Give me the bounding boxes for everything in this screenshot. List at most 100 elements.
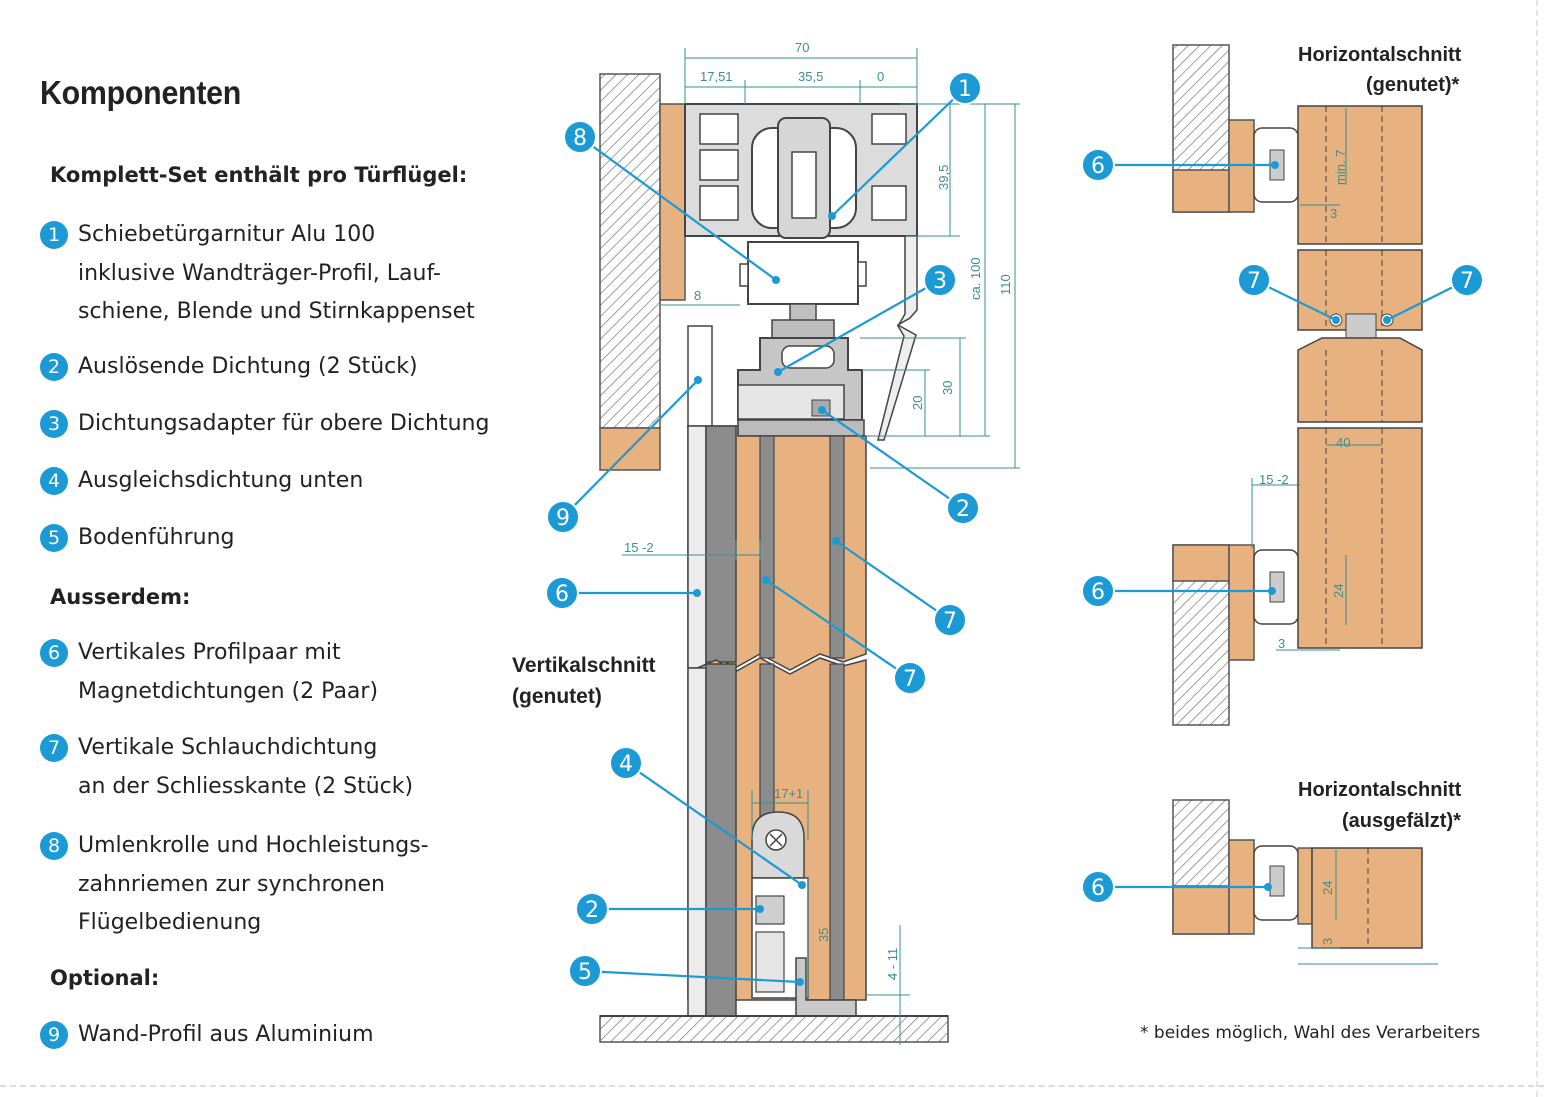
dim-24-a: 24 (1331, 584, 1346, 598)
list-item-7: 7 Vertikale Schlauchdichtung an der Schlie… (40, 729, 413, 806)
caption-hr-1: Horizontalschnitt (1298, 779, 1462, 801)
dim-3-top: 3 (1330, 206, 1337, 221)
callout-number: 2 (956, 497, 970, 522)
dim-40: 40 (1336, 435, 1350, 450)
callout-number: 6 (1091, 876, 1105, 901)
callout-number: 5 (578, 960, 592, 985)
callout-bubble-4 (609, 746, 643, 780)
callout-number: 8 (573, 126, 587, 151)
wall-hatch (599, 73, 661, 429)
dim-20: 20 (910, 396, 925, 410)
list-item-text: Schiebetürgarnitur Alu 100 (78, 222, 376, 247)
callout-bubble-1 (948, 71, 982, 105)
callout-lines (562, 87, 1468, 984)
callout-number: 6 (1091, 580, 1105, 605)
list-item-text: Magnetdichtungen (2 Paar) (78, 678, 379, 704)
list-item-5: 5 Bodenführung (40, 519, 235, 558)
dim-35: 35 (816, 928, 831, 942)
number-badge: 3 (40, 410, 68, 438)
callout-number: 4 (619, 752, 633, 777)
dim-17-51: 17,51 (700, 69, 733, 84)
floor-hatch (599, 1015, 949, 1043)
list-item-text: Flügelbedienung (78, 910, 262, 935)
callout-number: 7 (1460, 269, 1474, 294)
list-item-text: Wand-Profil aus Aluminium (78, 1022, 374, 1047)
dim-39-5: 39,5 (936, 165, 951, 190)
list-item-text: schiene, Blende und Stirnkappenset (78, 299, 475, 324)
callout-bubble-6 (1081, 574, 1115, 608)
set-title: Komplett-Set enthält pro Türflügel: (50, 163, 468, 187)
callout-bubble-5 (568, 954, 602, 988)
callout-bubble-2 (575, 892, 609, 926)
number-badge: 6 (40, 639, 68, 667)
callout-bubble-8 (563, 120, 597, 154)
callout-number: 7 (903, 667, 917, 692)
list-item-text: Dichtungsadapter für obere Dichtung (78, 411, 490, 436)
list-item-3: 3 Dichtungsadapter für obere Dichtung (40, 405, 489, 444)
dim-3-rebated: 3 (1320, 938, 1335, 945)
dim-24-b: 24 (1320, 881, 1335, 895)
dim-0: 0 (877, 69, 884, 84)
caption-hg-1: Horizontalschnitt (1298, 44, 1462, 66)
callout-number: 7 (1247, 269, 1261, 294)
dim-35-5: 35,5 (798, 69, 823, 84)
dim-70: 70 (795, 40, 809, 55)
callout-bubble-6 (545, 576, 579, 610)
list-item-text: Vertikales Profilpaar mit (78, 640, 341, 665)
list-item-text: zahnriemen zur synchronen (78, 871, 385, 897)
deflection-roller (747, 241, 859, 305)
footnote: * beides möglich, Wahl des Verarbeiters (1140, 1023, 1481, 1043)
callout-bubble-6 (1081, 870, 1115, 904)
callout-bubble-7 (1450, 263, 1484, 297)
header-wood (659, 103, 686, 301)
optional-title: Optional: (50, 966, 160, 990)
dim-30: 30 (940, 381, 955, 395)
callout-bubble-6 (1081, 148, 1115, 182)
door-panel-grooved-4 (1297, 427, 1423, 649)
caption-hg-2: (genutet)* (1366, 74, 1460, 96)
dim-8: 8 (694, 288, 701, 303)
callout-bubbles: 1 8 3 9 2 6 7 7 4 2 5 6 7 7 6 6 (545, 71, 1484, 988)
dim-15-2: 15 -2 (624, 540, 654, 555)
number-badge: 8 (40, 832, 68, 860)
number-badge: 5 (40, 524, 68, 552)
callout-bubble-9 (546, 500, 580, 534)
number-badge: 7 (40, 734, 68, 762)
dim-4-11: 4 - 11 (885, 948, 900, 980)
callout-dots (693, 161, 1391, 986)
dim-17-1: 17+1 (774, 786, 803, 801)
callout-number: 7 (943, 609, 957, 634)
list-item-text: Vertikale Schlauchdichtung (78, 735, 378, 760)
dim-min7: min. 7 (1333, 150, 1348, 185)
callout-bubble-3 (923, 263, 957, 297)
dim-100: ca. 100 (968, 257, 983, 300)
horizontal-section-grooved: min. 7 3 40 15 -2 24 3 Horizontalschnitt… (1172, 44, 1462, 726)
callout-number: 3 (933, 269, 947, 294)
callout-bubble-7 (893, 661, 927, 695)
caption-vertical-1: Vertikalschnitt (512, 654, 656, 677)
number-badge: 2 (40, 353, 68, 381)
list-item-text: Bodenführung (78, 525, 235, 550)
horizontal-section-rebated: 24 3 Horizontalschnitt (ausgefälzt)* (1172, 779, 1462, 965)
list-item-8: 8 Umlenkrolle und Hochleistungs-zahnrieme… (40, 827, 429, 943)
list-item-text: Umlenkrolle und Hochleistungs- (78, 833, 429, 858)
door-panel-rebated (1311, 847, 1423, 949)
callout-number: 1 (958, 77, 972, 102)
number-badge: 1 (40, 221, 68, 249)
callout-bubble-7 (1237, 263, 1271, 297)
callout-number: 6 (1091, 154, 1105, 179)
list-item-text: an der Schliesskante (2 Stück) (78, 773, 414, 799)
extra-title: Ausserdem: (50, 585, 191, 609)
callout-number: 9 (556, 506, 570, 531)
door-panel-grooved-1 (1297, 105, 1423, 245)
callout-number: 6 (555, 582, 569, 607)
bottom-divider (0, 1085, 1544, 1087)
callout-number: 2 (585, 898, 599, 923)
dim-3-bottom: 3 (1278, 636, 1285, 651)
